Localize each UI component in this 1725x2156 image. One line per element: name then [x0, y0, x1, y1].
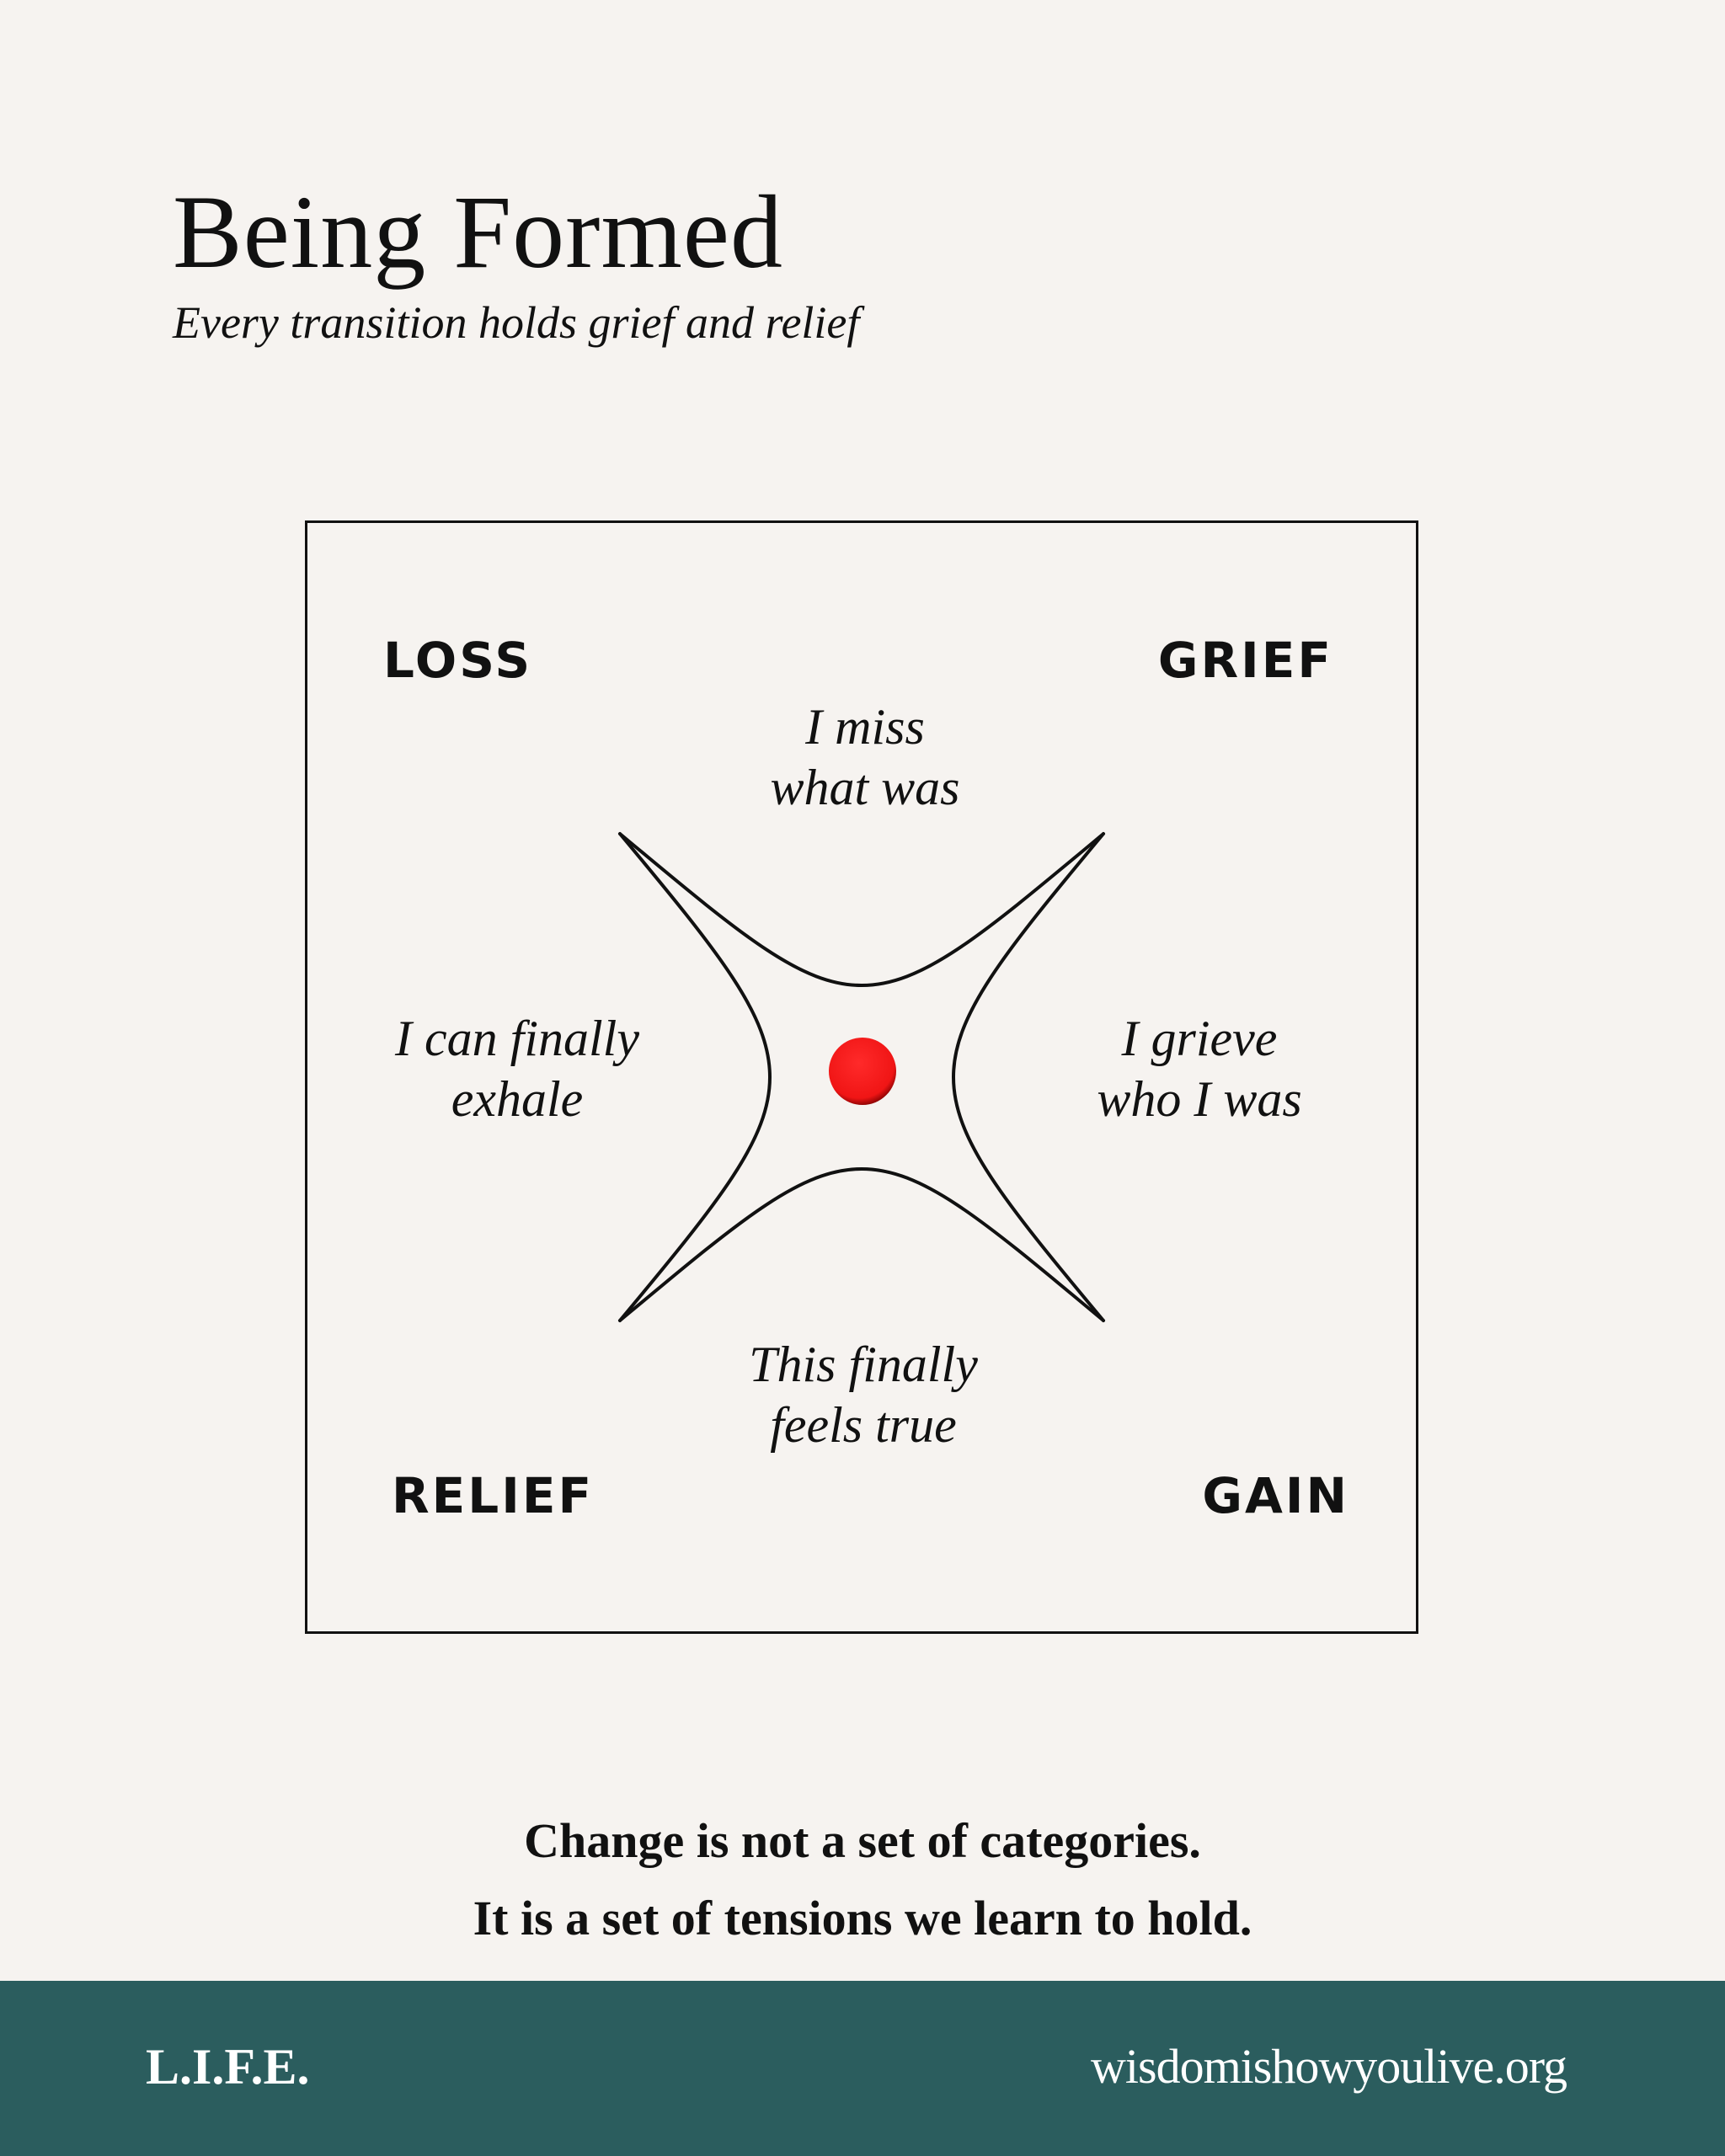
- page-subtitle: Every transition holds grief and relief: [173, 297, 860, 348]
- phrase-left: I can finally exhale: [307, 1008, 728, 1129]
- bottom-curve: [618, 1166, 1105, 1322]
- phrase-top: I miss what was: [654, 696, 1076, 818]
- corner-label-loss: LOSS: [383, 632, 533, 689]
- footer-brand: L.I.F.E.: [146, 2039, 310, 2095]
- closing-line-2: It is a set of tensions we learn to hold…: [473, 1891, 1252, 1945]
- phrase-line: what was: [770, 760, 960, 815]
- closing-line-1: Change is not a set of categories.: [524, 1813, 1201, 1868]
- phrase-line: I can finally: [395, 1011, 639, 1066]
- right-curve: [951, 832, 1105, 1322]
- left-curve: [618, 832, 772, 1322]
- center-dot-icon: [829, 1038, 896, 1105]
- phrase-line: who I was: [1097, 1071, 1302, 1127]
- closing-statement: Change is not a set of categories. It is…: [0, 1802, 1725, 1957]
- phrase-line: feels true: [770, 1397, 957, 1453]
- footer-bar: [0, 1981, 1725, 2156]
- phrase-right: I grieve who I was: [989, 1008, 1410, 1129]
- corner-label-gain: GAIN: [1202, 1467, 1349, 1524]
- phrase-line: I grieve: [1121, 1011, 1278, 1066]
- phrase-line: exhale: [451, 1071, 584, 1127]
- corner-label-grief: GRIEF: [1157, 632, 1333, 689]
- diagram-frame: [305, 520, 1418, 1634]
- phrase-line: I miss: [805, 699, 925, 755]
- top-curve: [618, 832, 1105, 988]
- footer-url[interactable]: wisdomishowyoulive.org: [1091, 2039, 1567, 2094]
- page-title: Being Formed: [173, 174, 783, 290]
- phrase-bottom: This finally feels true: [653, 1334, 1074, 1455]
- phrase-line: This finally: [749, 1337, 978, 1392]
- corner-label-relief: RELIEF: [392, 1467, 595, 1524]
